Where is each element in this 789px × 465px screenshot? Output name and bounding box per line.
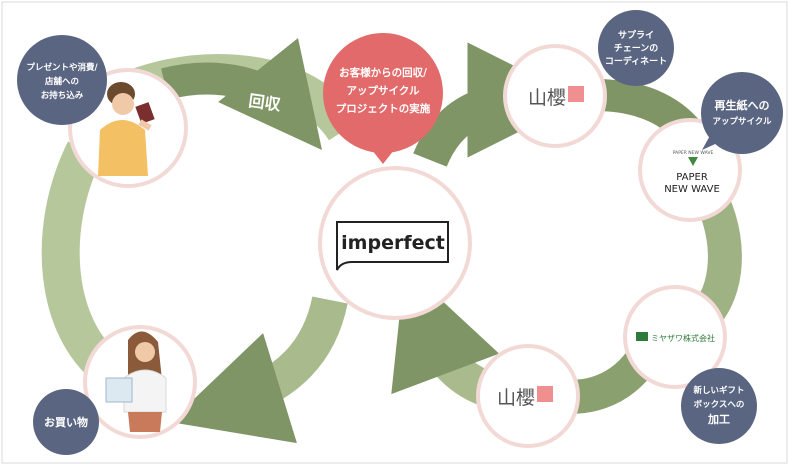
process-bubble-line3: 加工 [707,412,730,426]
person-gift-illustration [98,82,155,176]
miyazawa-node: ミヤザワ株式会社 [623,285,727,389]
shopping-bubble-circle [33,389,99,455]
supply-bubble-line2: チェーンの [614,43,659,54]
left-loop-side-band [41,141,122,386]
customer-project-bubble: お客様からの回収/ アップサイクル プロジェクトの実施 [323,33,443,164]
yamazakura-bottom-node: 山櫻 [476,344,580,448]
recycle-bubble-line2: アップサイクル [712,116,772,127]
recycle-bubble: 再生紙への アップサイクル [701,72,783,154]
yamazakura-top-node: 山櫻 [503,44,607,148]
gift-bubble-circle [17,35,107,125]
shopping-bubble: お買い物 [33,389,99,455]
paper-new-wave-node: PAPER NEW WAVE PAPER NEW WAVE [638,118,742,222]
supply-bubble-circle [598,10,674,86]
miyazawa-circle [623,285,727,389]
customer-bubble-circle [323,33,443,153]
supply-bubble-line3: コーディネート [605,55,667,67]
recycle-bubble-line1: 再生紙への [715,98,770,112]
shopping-bubble-text: お買い物 [44,415,88,429]
imperfect-logo: imperfect [341,232,445,254]
yamazakura-bottom-mark [537,386,553,402]
gift-bubble-line3: お持ち込み [41,90,84,101]
yamazakura-bottom-logo: 山櫻 [497,387,535,409]
yamazakura-bottom-circle [476,344,580,448]
yamazakura-top-logo: 山櫻 [528,87,566,109]
recovery-label: 回収 [247,91,282,114]
customer-bubble-line3: プロジェクトの実施 [336,102,431,115]
customer-bubble-line1: お客様からの回収/ [339,66,427,79]
imperfect-logo-box [336,221,449,271]
supply-bubble-line1: サプライ [618,29,654,41]
person-shopping-illustration [105,331,167,432]
yamazakura-top-circle [503,44,607,148]
miyazawa-mark [636,332,648,341]
process-bubble-line1: 新しいギフト [693,385,744,396]
recycle-bubble-circle [701,72,783,154]
paper-new-wave-circle [638,118,742,222]
paper-new-wave-line1: PAPER [676,172,708,183]
person-shopping-node [83,325,197,439]
paper-new-wave-small: PAPER NEW WAVE [673,150,714,156]
center-node: imperfect [318,166,472,320]
customer-bubble-line2: アップサイクル [347,84,420,97]
miyazawa-logo: ミヤザワ株式会社 [651,333,715,343]
recycle-bubble-pointer [702,132,724,150]
customer-bubble-pointer [372,150,394,164]
paper-new-wave-mark [688,157,698,166]
supply-chain-bubble: サプライ チェーンの コーディネート [598,10,674,86]
process-bubble-line2: ボックスへの [694,399,745,410]
recovery-arrow [161,38,323,150]
gift-box-process-bubble: 新しいギフト ボックスへの 加工 [681,368,757,444]
process-bubble-circle [681,368,757,444]
gift-bubble: プレゼントや消費/ 店舗への お持ち込み [17,35,107,125]
paper-new-wave-line2: NEW WAVE [664,184,720,195]
gift-bubble-line1: プレゼントや消費/ [26,62,98,73]
gift-bubble-line2: 店舗への [44,76,79,87]
left-loop-bottom-arrow [169,295,348,444]
yamazakura-top-mark [568,86,584,102]
